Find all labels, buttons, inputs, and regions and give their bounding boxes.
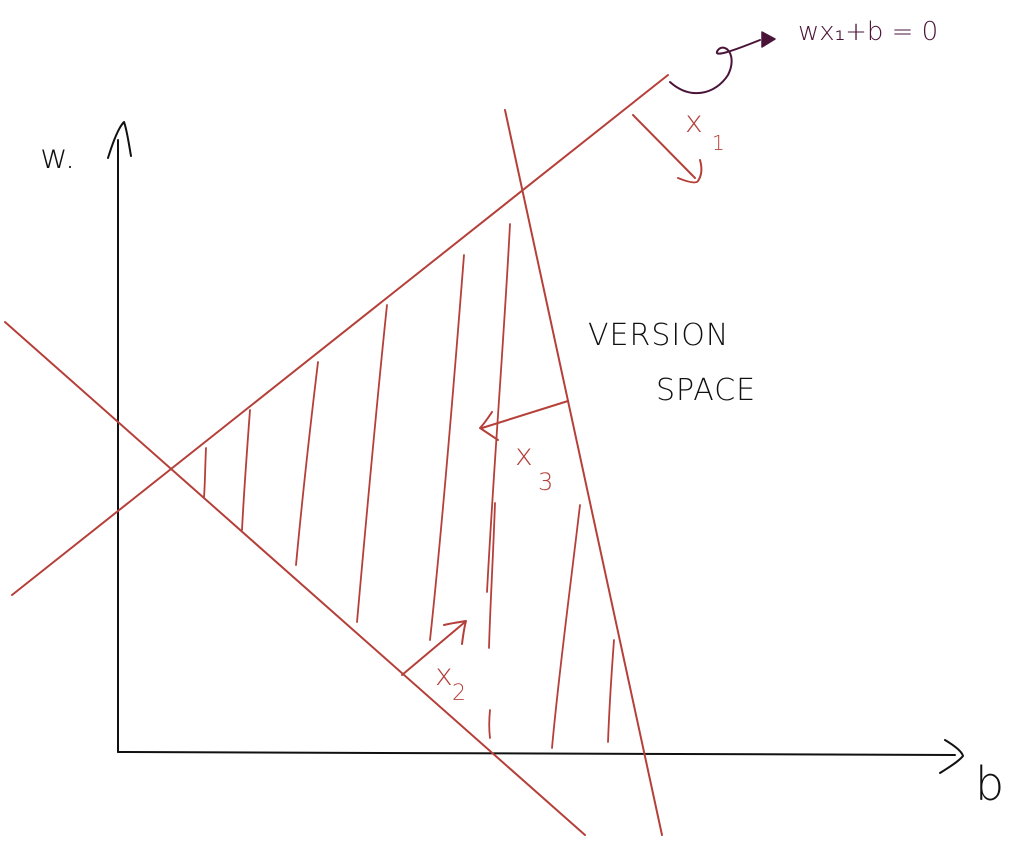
x2-label: x [435,658,453,693]
equation-label: wx₁+b = 0 [798,17,938,47]
x1-label: x [685,105,703,140]
hatch-line [488,502,496,649]
b-axis [117,751,956,756]
equation-annotation: wx₁+b = 0 [669,17,938,95]
normal-vectors [401,114,703,676]
x2-subscript: 2 [452,681,466,706]
hatch-line [551,504,581,749]
annotation-arrowhead-icon [761,31,776,48]
hyperplane-x2 [4,321,586,836]
version-space-label: VERSION SPACE [588,318,756,408]
x1-subscript: 1 [712,131,725,155]
version-space-line2: SPACE [656,373,756,408]
b-axis-arrow-icon [939,739,964,774]
b-axis-label: b [975,757,1004,811]
hatch-line [356,304,388,623]
x3-vector [481,400,569,429]
hatch-line [429,254,465,641]
hatch-line [295,361,319,566]
x3-label: x [515,438,533,473]
x1-arrowhead-icon [677,159,703,184]
hatch-line [607,639,615,743]
x3-subscript: 3 [538,468,553,496]
version-space-line1: VERSION [588,318,729,353]
hyperplane-x1 [11,74,669,596]
axes [107,121,964,774]
hatch-line [486,223,511,593]
x2-vector [401,621,466,676]
hatch-line [241,409,251,531]
vector-labels: x 1 x 2 x 3 [435,105,725,706]
hatch-line [488,709,491,739]
w-axis-arrow-icon [107,121,132,159]
x1-vector [632,114,696,179]
x2-arrowhead-icon [443,620,467,645]
hyperplane-x3 [504,109,663,836]
w-axis-label: w. [40,137,76,177]
x3-arrowhead-icon [479,411,499,441]
hatch-line [203,447,207,498]
version-space-hatching [203,223,615,749]
constraint-lines [4,74,669,836]
annotation-curve [669,39,761,95]
